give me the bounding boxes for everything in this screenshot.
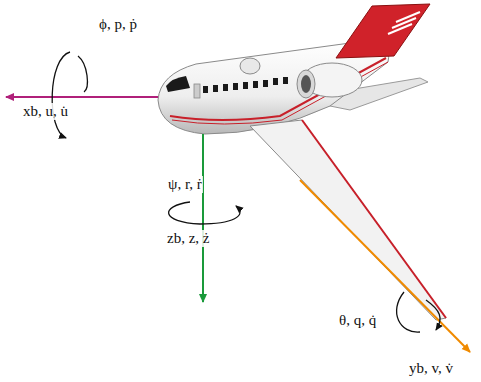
axis-label: xb, u, u̇ [22, 103, 69, 120]
axis-label: yb, v, v̇ [408, 360, 454, 377]
axis-label: ϕ, p, ṗ [98, 16, 138, 33]
axis-label: θ, q, q̇ [338, 312, 377, 329]
axis-label: zb, z, ż [166, 230, 210, 247]
axis-label: ψ, r, ṙ [167, 176, 203, 193]
